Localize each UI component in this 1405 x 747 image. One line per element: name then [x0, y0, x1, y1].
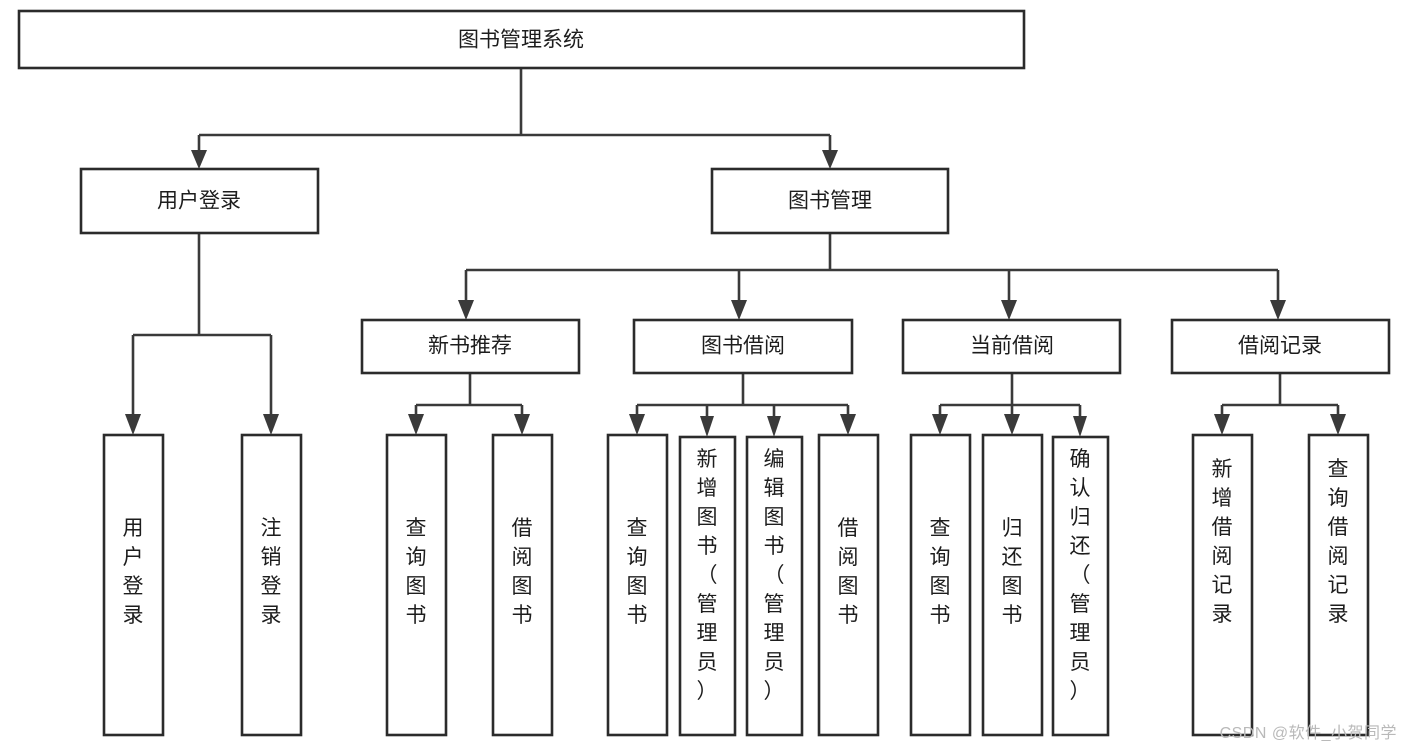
node-new-book-recommend-label: 新书推荐 [428, 335, 512, 358]
arrowhead-leaf-borrow-book-2 [840, 414, 856, 435]
arrowhead-leaf-query-book-2 [629, 414, 645, 435]
node-leaf-logout-label: 注销登录 [261, 517, 282, 627]
node-book-management-box[interactable] [710, 167, 950, 235]
node-book-borrow-label: 图书借阅 [701, 335, 785, 358]
node-leaf-logout[interactable]: 注销登录 [240, 433, 303, 737]
node-current-borrow-box[interactable] [901, 318, 1122, 375]
node-leaf-user-login[interactable]: 用户登录 [102, 433, 165, 737]
node-user-login-label: 用户登录 [157, 190, 241, 213]
arrowhead-new-book-recommend [458, 300, 474, 320]
node-leaf-user-login-label: 用户登录 [123, 517, 144, 627]
node-leaf-borrow-book-1-box[interactable] [491, 433, 554, 737]
node-leaf-borrow-book-1[interactable]: 借阅图书 [491, 433, 554, 737]
node-leaf-confirm-return-label: 确认归还（管理员） [1070, 448, 1091, 703]
node-current-borrow[interactable]: 当前借阅 [901, 318, 1122, 375]
node-leaf-user-login-box[interactable] [102, 433, 165, 737]
node-borrow-record-label: 借阅记录 [1238, 335, 1322, 358]
node-leaf-edit-book[interactable]: 编辑图书（管理员） [745, 435, 804, 737]
node-leaf-add-book[interactable]: 新增图书（管理员） [678, 435, 737, 737]
arrowhead-current-borrow [1001, 300, 1017, 320]
arrowhead-leaf-query-book-3 [932, 414, 948, 435]
node-leaf-query-book-1-box[interactable] [385, 433, 448, 737]
node-leaf-add-record-label: 新增借阅记录 [1212, 458, 1233, 626]
node-root-label: 图书管理系统 [458, 29, 584, 52]
node-leaf-query-record-label: 查询借阅记录 [1328, 458, 1349, 626]
node-leaf-add-book-label: 新增图书（管理员） [697, 448, 718, 703]
node-new-book-recommend-box[interactable] [360, 318, 581, 375]
node-leaf-add-record[interactable]: 新增借阅记录 [1191, 433, 1254, 737]
node-leaf-query-book-2-box[interactable] [606, 433, 669, 737]
arrowhead-leaf-logout [263, 414, 279, 435]
node-borrow-record-box[interactable] [1170, 318, 1391, 375]
arrowhead-leaf-borrow-book-1 [514, 414, 530, 435]
node-root-box[interactable] [17, 9, 1026, 70]
node-leaf-query-book-1[interactable]: 查询图书 [385, 433, 448, 737]
node-leaf-query-book-3-box[interactable] [909, 433, 972, 737]
node-borrow-record[interactable]: 借阅记录 [1170, 318, 1391, 375]
node-leaf-query-book-3-label: 查询图书 [930, 517, 951, 627]
connector-layer [125, 68, 1346, 437]
arrowhead-book-management [822, 150, 838, 169]
node-leaf-edit-book-box[interactable] [745, 435, 804, 737]
node-new-book-recommend[interactable]: 新书推荐 [360, 318, 581, 375]
node-leaf-query-book-3[interactable]: 查询图书 [909, 433, 972, 737]
node-leaf-query-book-2[interactable]: 查询图书 [606, 433, 669, 737]
arrowhead-leaf-confirm-return [1073, 416, 1087, 437]
arrowhead-borrow-record [1270, 300, 1286, 320]
arrowhead-leaf-add-record [1214, 414, 1230, 435]
node-leaf-logout-box[interactable] [240, 433, 303, 737]
node-user-login-box[interactable] [79, 167, 320, 235]
node-leaf-query-book-1-label: 查询图书 [406, 517, 427, 627]
node-leaf-query-record-box[interactable] [1307, 433, 1370, 737]
arrowhead-book-borrow [731, 300, 747, 320]
arrowhead-leaf-edit-book [767, 416, 781, 437]
node-leaf-return-book[interactable]: 归还图书 [981, 433, 1044, 737]
node-leaf-confirm-return-box[interactable] [1051, 435, 1110, 737]
node-leaf-return-book-box[interactable] [981, 433, 1044, 737]
arrowhead-leaf-add-book [700, 416, 714, 437]
arrowhead-leaf-query-record [1330, 414, 1346, 435]
node-leaf-add-book-box[interactable] [678, 435, 737, 737]
node-user-login[interactable]: 用户登录 [79, 167, 320, 235]
node-leaf-borrow-book-2[interactable]: 借阅图书 [817, 433, 880, 737]
node-leaf-borrow-book-2-box[interactable] [817, 433, 880, 737]
node-book-borrow-box[interactable] [632, 318, 854, 375]
node-book-management[interactable]: 图书管理 [710, 167, 950, 235]
node-leaf-query-record[interactable]: 查询借阅记录 [1307, 433, 1370, 737]
node-leaf-borrow-book-2-label: 借阅图书 [838, 517, 859, 627]
node-leaf-edit-book-label: 编辑图书（管理员） [764, 448, 785, 703]
node-leaf-add-record-box[interactable] [1191, 433, 1254, 737]
arrowhead-user-login [191, 150, 207, 169]
arrowhead-leaf-user-login [125, 414, 141, 435]
node-current-borrow-label: 当前借阅 [970, 335, 1054, 358]
node-book-management-label: 图书管理 [788, 190, 872, 213]
arrowhead-leaf-query-book-1 [408, 414, 424, 435]
node-leaf-borrow-book-1-label: 借阅图书 [512, 517, 533, 627]
node-leaf-return-book-label: 归还图书 [1002, 517, 1023, 627]
node-leaf-query-book-2-label: 查询图书 [627, 517, 648, 627]
node-leaf-confirm-return[interactable]: 确认归还（管理员） [1051, 435, 1110, 737]
node-root[interactable]: 图书管理系统 [17, 9, 1026, 70]
arrowhead-leaf-return-book [1004, 414, 1020, 435]
node-book-borrow[interactable]: 图书借阅 [632, 318, 854, 375]
